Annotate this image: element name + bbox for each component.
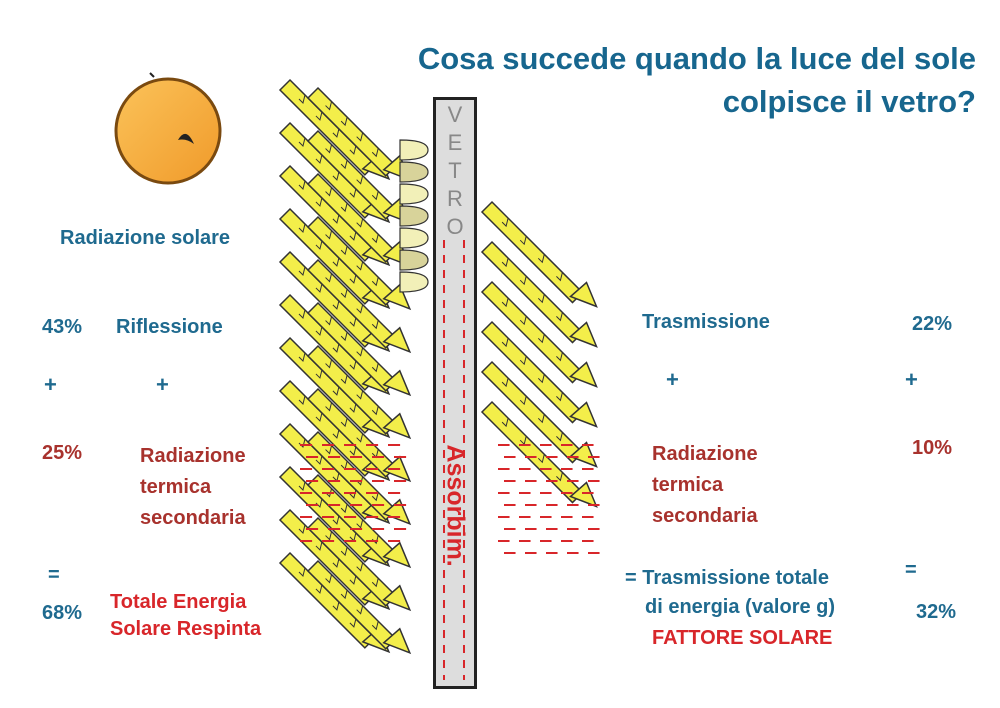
reflected-arrow	[399, 139, 429, 161]
reflected-arrow	[399, 271, 429, 293]
glass-letter: E	[447, 130, 463, 155]
transmitted-arrow	[480, 400, 598, 508]
thermal-label-line3: secondaria	[140, 507, 246, 529]
transmission-percent: 22%	[912, 313, 953, 335]
glass-pane: V E T R O	[433, 97, 477, 689]
glass-letter: T	[448, 158, 462, 183]
equals-sign: =	[905, 559, 917, 581]
transmitted-arrows	[480, 200, 598, 508]
total-transmission-percent: 32%	[916, 601, 957, 623]
sun-icon	[114, 72, 222, 185]
incoming-arrow	[306, 559, 412, 655]
plus-sign: +	[905, 367, 918, 392]
solar-factor-label: FATTORE SOLARE	[652, 627, 833, 649]
total-rejected-line1: Totale Energia	[110, 591, 247, 613]
thermal-label-line1: Radiazione	[140, 445, 246, 467]
title-line-2: colpisce il vetro?	[722, 84, 976, 119]
transmitted-arrow	[480, 240, 598, 348]
plus-sign: +	[666, 367, 679, 392]
thermal-percent-left: 25%	[42, 442, 83, 464]
transmitted-arrow	[480, 200, 598, 308]
incoming-arrow	[306, 516, 412, 612]
plus-sign: +	[44, 372, 57, 397]
glass-letter: R	[447, 186, 463, 211]
incoming-arrow	[306, 430, 412, 526]
title-line-1: Cosa succede quando la luce del sole	[417, 41, 976, 76]
reflection-label: Riflessione	[116, 316, 223, 338]
glass-letter: O	[446, 214, 464, 239]
thermal-label-right-line1: Radiazione	[652, 443, 758, 465]
incoming-arrow	[306, 387, 412, 483]
transmitted-arrow	[480, 320, 598, 428]
absorption-dashes	[443, 240, 465, 680]
reflected-arrow	[399, 161, 429, 183]
reflected-arrow	[399, 183, 429, 205]
reflected-arrow	[399, 205, 429, 227]
incoming-arrow	[306, 301, 412, 397]
thermal-label-right-line2: termica	[652, 474, 724, 496]
incoming-arrow	[306, 344, 412, 440]
transmitted-arrow	[480, 360, 598, 468]
plus-sign: +	[156, 372, 169, 397]
total-transmission-line2: di energia (valore g)	[645, 596, 836, 618]
reflected-arrow	[399, 249, 429, 271]
reflected-arrows	[399, 139, 429, 293]
thermal-percent-right: 10%	[912, 437, 953, 459]
total-rejected-line2: Solare Respinta	[110, 618, 262, 640]
incoming-arrow	[306, 172, 412, 268]
incoming-arrow	[306, 86, 412, 182]
thermal-dashes-left	[300, 444, 407, 542]
glass-letter: V	[447, 102, 463, 127]
equals-sign: =	[48, 564, 60, 586]
incoming-arrows	[278, 78, 412, 655]
solar-radiation-label: Radiazione solare	[60, 227, 231, 249]
thermal-dashes-right	[498, 444, 600, 554]
reflected-arrow	[399, 227, 429, 249]
reflection-percent: 43%	[42, 316, 83, 338]
total-rejected-percent: 68%	[42, 602, 83, 624]
absorption-label: Assorbim.	[441, 445, 470, 567]
incoming-arrow	[306, 215, 412, 311]
thermal-label-right-line3: secondaria	[652, 505, 758, 527]
transmission-label: Trasmissione	[642, 311, 770, 333]
transmitted-arrow	[480, 280, 598, 388]
total-transmission-line1: = Trasmissione totale	[625, 567, 829, 589]
incoming-arrow	[306, 258, 412, 354]
thermal-label-line2: termica	[140, 476, 212, 498]
